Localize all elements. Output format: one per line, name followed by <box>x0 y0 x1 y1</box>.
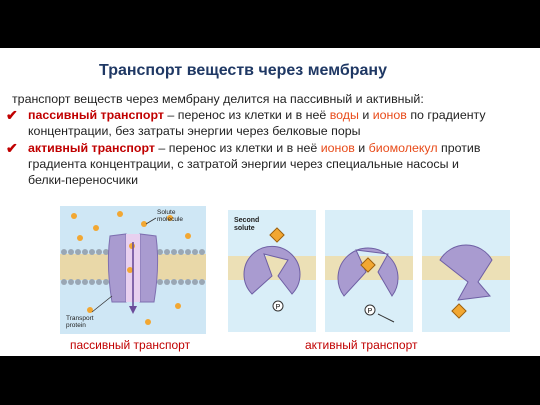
solute-square-icon <box>360 257 376 273</box>
arrow-head-icon <box>129 306 137 314</box>
second-solute-label-1: Second <box>234 217 259 224</box>
passive-line-2: концентрации, без затраты энергии через … <box>28 124 361 139</box>
caption-active: активный транспорт <box>305 338 418 352</box>
active-biomolecules: биомолекул <box>368 140 438 155</box>
solute-label-1: Solute <box>157 209 176 216</box>
solute-molecules <box>71 211 191 325</box>
caption-passive: пассивный транспорт <box>70 338 191 352</box>
solute-label-2: molecule <box>157 216 183 223</box>
phosphate-label: P <box>368 308 373 315</box>
panel-3 <box>422 210 510 332</box>
active-line-3: белки-переносчики <box>28 173 139 188</box>
panel-2: P <box>325 210 413 332</box>
phosphate-icon <box>272 300 284 312</box>
active-item: ✔ активный транспорт – перенос из клетки… <box>6 140 534 156</box>
checkmark-icon: ✔ <box>6 139 18 156</box>
active-ions: ионов <box>320 140 355 155</box>
passive-transport-figure: Solute molecule Transport protein <box>60 206 206 334</box>
passive-text-3: по градиенту <box>406 108 486 123</box>
active-line-2: градиента концентрации, с затратой энерг… <box>28 156 459 171</box>
active-text-1: – перенос из клетки и в неё <box>154 140 321 155</box>
body-text: транспорт веществ через мембрану делится… <box>6 91 534 188</box>
phosphate-icon <box>364 304 376 316</box>
solute-square-icon <box>269 227 285 243</box>
active-text-2: и <box>354 140 369 155</box>
protein-label-2: protein <box>66 322 86 329</box>
arrow-icon <box>377 313 395 323</box>
passive-text-1: – перенос из клетки и в неё <box>163 108 330 123</box>
active-text-3: против <box>437 140 481 155</box>
passive-term: пассивный транспорт <box>28 108 164 123</box>
solute-square-icon <box>451 303 467 319</box>
passive-text-2: и <box>358 108 373 123</box>
checkmark-icon: ✔ <box>6 107 18 124</box>
passive-water: воды <box>329 108 359 123</box>
phosphate-label: P <box>276 304 281 311</box>
passive-ions: ионов <box>372 108 407 123</box>
panel-1: P Second solute <box>228 210 316 332</box>
active-transport-figure: P Second solute P <box>228 210 510 332</box>
protein-label-1: Transport <box>66 315 94 322</box>
slide: Транспорт веществ через мембрану транспо… <box>0 48 540 356</box>
slide-title: Транспорт веществ через мембрану <box>99 62 387 79</box>
active-term: активный транспорт <box>28 140 155 155</box>
intro-line: транспорт веществ через мембрану делится… <box>12 92 424 106</box>
passive-item: ✔ пассивный транспорт – перенос из клетк… <box>6 107 534 123</box>
second-solute-label-2: solute <box>234 225 255 232</box>
